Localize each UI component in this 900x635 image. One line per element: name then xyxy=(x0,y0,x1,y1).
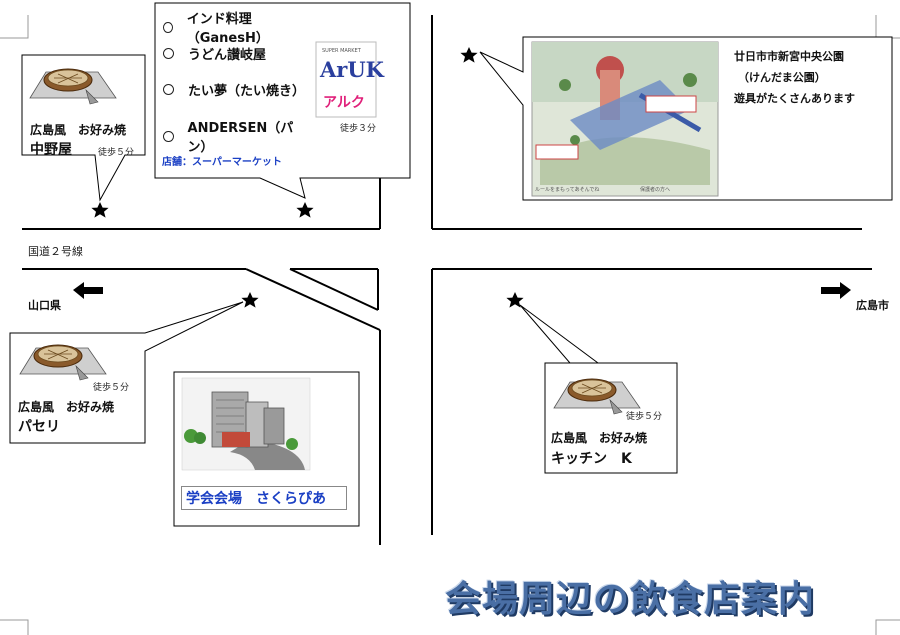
arrow-right-icon xyxy=(821,282,851,299)
venue-building-illustration xyxy=(181,377,311,471)
nakanoya-walk: 徒歩５分 xyxy=(98,148,135,158)
page-title: 会場周辺の飲食店案内 xyxy=(445,579,816,620)
kitchen-type: 広島風 お好み焼 xyxy=(551,431,648,445)
bullet-icon xyxy=(163,21,173,33)
star-icon xyxy=(460,47,478,63)
list-item: うどん讃岐屋 xyxy=(163,44,266,63)
aruk-logo-main: ArUK xyxy=(320,57,384,82)
aruk-logo-kana: アルク xyxy=(323,95,365,111)
list-item-label: たい夢（たい焼き） xyxy=(188,84,306,99)
star-icon xyxy=(91,202,109,218)
list-item: インド料理（GanesH） xyxy=(163,8,313,46)
mall-shop-list: インド料理（GanesH） うどん讃岐屋 たい夢（たい焼き） ANDERSEN（… xyxy=(163,6,313,155)
left-direction-label: 山口県 xyxy=(28,299,61,312)
paseri-walk: 徒歩５分 xyxy=(93,383,130,393)
aruk-logo-frame xyxy=(315,41,377,118)
callout-paseri-box xyxy=(9,301,244,444)
mall-store-label: 店舗：スーパーマーケット xyxy=(162,157,282,168)
venue-name: 学会会場 さくらぴあ xyxy=(186,491,326,507)
star-icon xyxy=(506,292,524,308)
park-line3: 遊具がたくさんあります xyxy=(734,92,855,105)
paseri-name: パセリ xyxy=(18,419,60,435)
route-label: 国道２号線 xyxy=(28,245,83,258)
okonomiyaki-icon xyxy=(29,68,117,105)
nakanoya-name: 中野屋 xyxy=(30,142,72,158)
list-item-label: うどん讃岐屋 xyxy=(188,48,267,63)
paseri-type: 広島風 お好み焼 xyxy=(18,400,115,414)
okonomiyaki-icon xyxy=(19,344,107,381)
right-direction-label: 広島市 xyxy=(856,299,889,312)
park-photo-caption-right: 保護者の方へ xyxy=(640,187,671,193)
bullet-icon xyxy=(163,130,174,142)
okonomiyaki-icon xyxy=(553,378,641,415)
bullet-icon xyxy=(163,48,174,59)
kitchen-walk: 徒歩５分 xyxy=(626,412,663,422)
park-line1: 廿日市市新宮中央公園 xyxy=(734,50,844,63)
list-item: ANDERSEN（パン） xyxy=(163,117,313,155)
venue-label-box xyxy=(181,486,347,510)
star-icon xyxy=(296,202,314,218)
nakanoya-type: 広島風 お好み焼 xyxy=(30,123,127,137)
list-item: たい夢（たい焼き） xyxy=(163,80,305,99)
park-photo xyxy=(531,41,719,197)
list-item-label: インド料理（GanesH） xyxy=(186,12,269,46)
aruk-logo-small: SUPER MARKET xyxy=(322,48,361,54)
star-icon xyxy=(241,292,259,308)
arrow-left-icon xyxy=(73,282,103,299)
location-stars xyxy=(91,47,524,308)
kitchen-name: キッチン K xyxy=(551,451,632,467)
mall-walk: 徒歩３分 xyxy=(340,124,377,134)
bullet-icon xyxy=(163,84,174,95)
list-item-label: ANDERSEN（パン） xyxy=(187,121,294,155)
park-photo-caption-left: ルールをまもってあそんでね xyxy=(535,187,600,193)
park-line2: （けんだま公園） xyxy=(738,71,826,84)
